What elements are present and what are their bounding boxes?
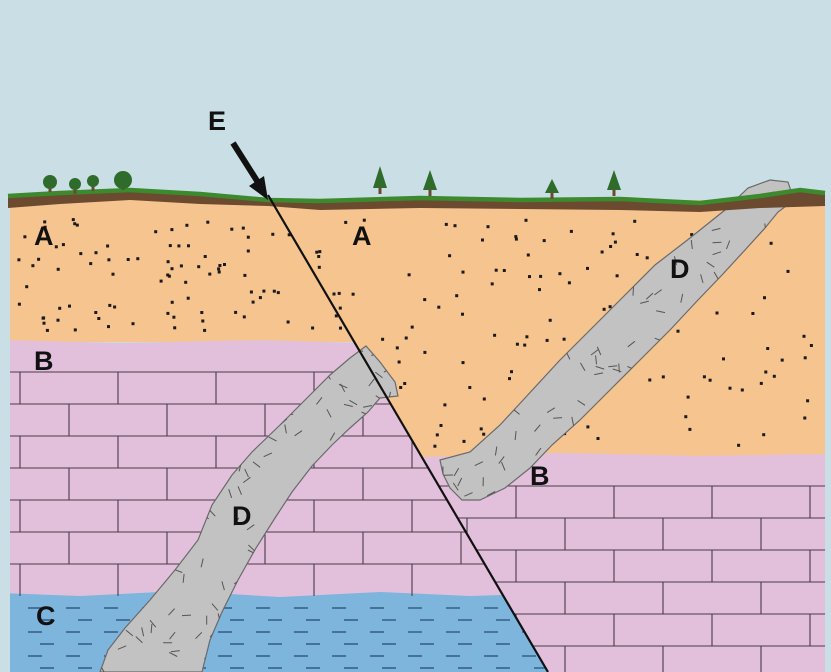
label-b-right: B	[530, 461, 550, 491]
grass-line	[7, 187, 826, 206]
trees	[43, 166, 621, 199]
label-c: C	[36, 601, 56, 631]
label-d-lower: D	[232, 501, 252, 531]
label-b-left: B	[34, 346, 54, 376]
label-d-upper: D	[670, 254, 690, 284]
label-e: E	[208, 106, 226, 136]
label-a-left: A	[34, 221, 54, 251]
fault-line	[267, 194, 549, 672]
water-layer-c	[10, 591, 548, 672]
fault-arrow	[230, 141, 268, 200]
label-a-right: A	[352, 221, 372, 251]
